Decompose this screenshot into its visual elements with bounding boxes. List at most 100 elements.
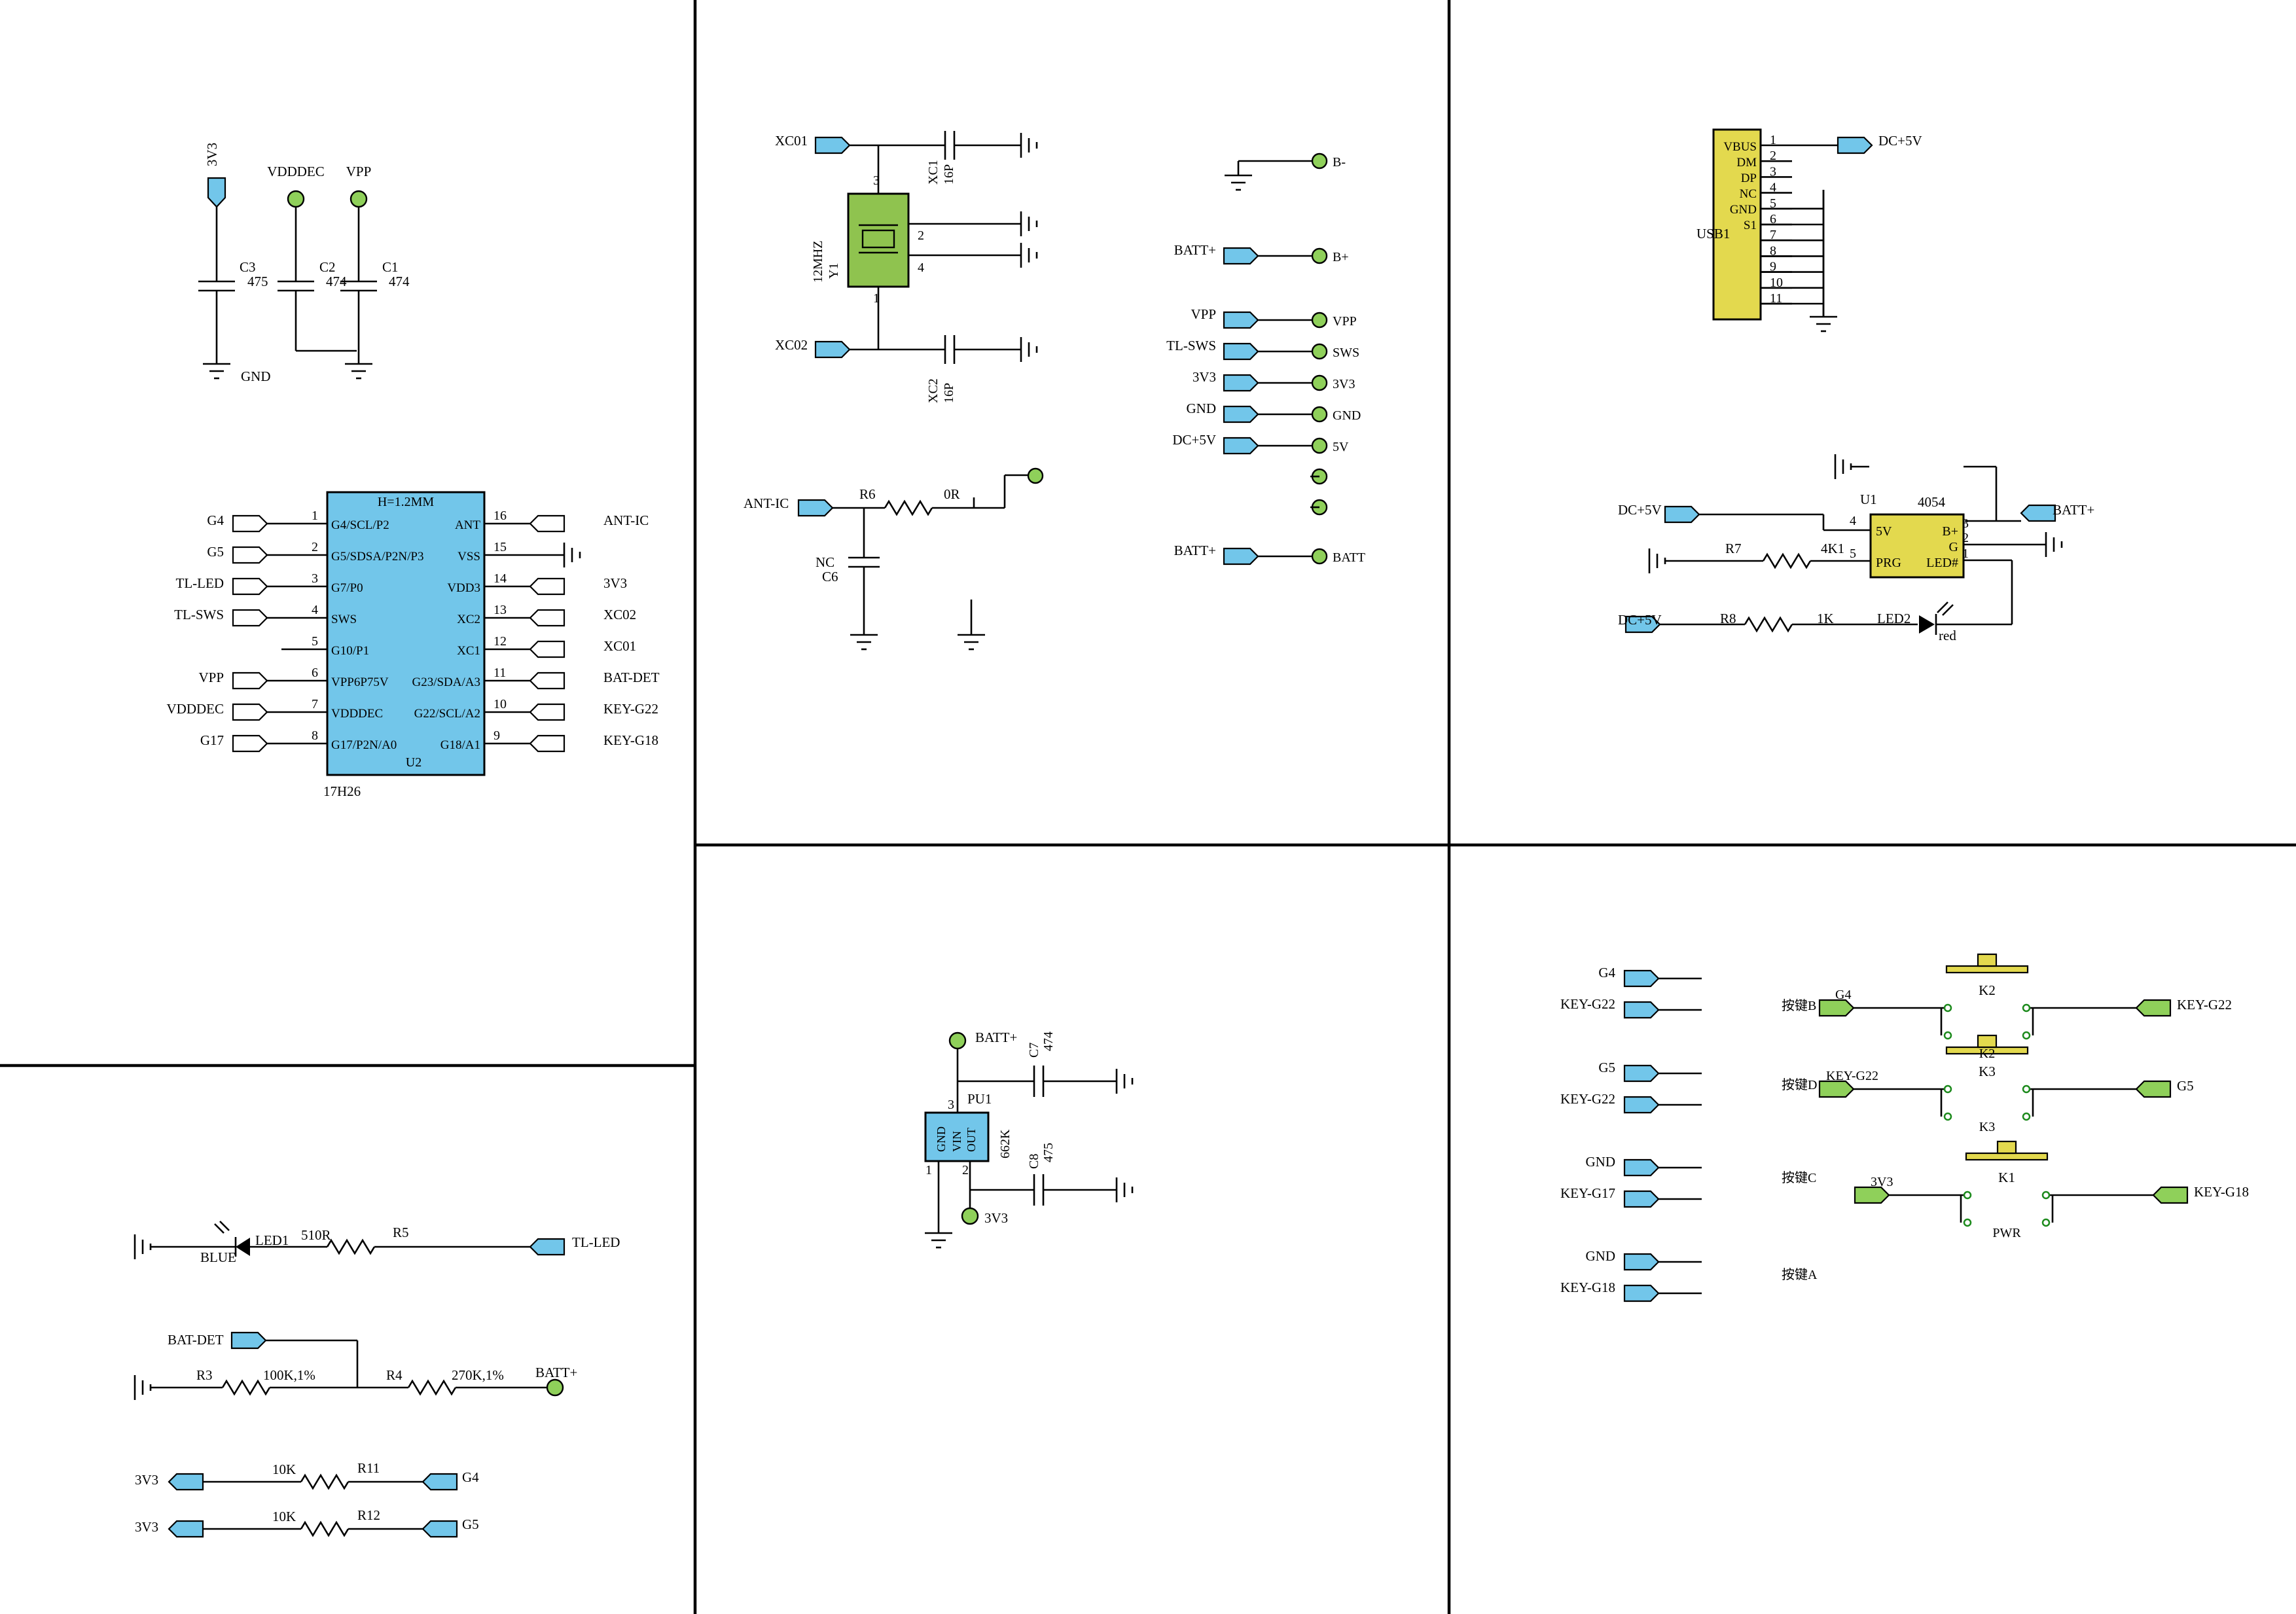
port-xc01 [529, 640, 565, 658]
testpoint-label: BATT [1333, 550, 1365, 565]
u2-net-label: TL-LED [176, 575, 224, 591]
u2-pin-name: XC1 [457, 644, 480, 658]
key-left-net: G4 [1835, 988, 1851, 1002]
u2-net-label: XC01 [603, 638, 636, 654]
u2-pin-name: VDDDEC [331, 707, 383, 721]
ground-icon [1115, 1069, 1134, 1094]
key-button-label: 按键C [1782, 1170, 1816, 1185]
key-ref: K1 [1998, 1170, 2015, 1185]
led2-ref: LED2 [1877, 611, 1910, 626]
u1-charger-4054: U1 4054 5V PRG B+ G LED# 4 5 3 2 1 DC+5V… [1618, 454, 2094, 643]
key-ref: K3 [1979, 1064, 1996, 1079]
port-vpp [232, 672, 268, 690]
key-sub-label: K3 [1979, 1120, 1995, 1134]
usb-net-label: DC+5V [1878, 133, 1922, 149]
u2-net-label: BAT-DET [603, 670, 660, 685]
r6-ref: R6 [859, 486, 876, 502]
port-tl-led [529, 1238, 565, 1256]
port-dc5v-r8 [1624, 615, 1661, 634]
u2-pin-name: G5/SDSA/P2N/P3 [331, 550, 424, 564]
port-tp-batt [1223, 547, 1259, 565]
u2-pin-name: G23/SDA/A3 [412, 675, 480, 689]
u2-net-label: G5 [207, 544, 224, 560]
c2-net-label: VDDDEC [267, 164, 325, 179]
3v3-ldo-pad [961, 1207, 979, 1225]
c8-ref: C8 [1027, 1154, 1041, 1169]
u2-net-label: KEY-G22 [603, 701, 658, 717]
usb1-pin-name: DM [1736, 156, 1757, 170]
testpoint-label: SWS [1333, 346, 1359, 360]
port-key-key-g22 [1623, 1096, 1660, 1114]
r6-value: 0R [944, 486, 960, 502]
battplus-ldo-pad [948, 1031, 967, 1050]
usb1-pin-number: 2 [1770, 149, 1776, 163]
port-tl-sws [232, 609, 268, 627]
pu1-pinnum-3: 3 [948, 1098, 954, 1112]
c2-ref: C2 [319, 259, 336, 275]
r8-value: 1K [1817, 611, 1834, 626]
xc2-value: 16P [942, 383, 956, 403]
r11-right-net: G4 [462, 1469, 479, 1485]
r5-ref: R5 [393, 1225, 409, 1240]
xc02-label: XC02 [775, 337, 808, 353]
c6-ref: C6 [822, 569, 838, 584]
key-right-net: KEY-G22 [2177, 997, 2232, 1013]
u1-pin-g-name: G [1949, 540, 1958, 554]
ground-icon [1020, 243, 1038, 268]
port-key-key-g18 [1623, 1284, 1660, 1302]
testpoint-label: 5V [1333, 440, 1349, 454]
usb1-pin-number: 3 [1770, 164, 1776, 179]
u1-pin-2: 2 [1962, 531, 1969, 545]
u2-pin-name: VDD3 [447, 581, 480, 595]
key-button-label: 按键B [1782, 998, 1816, 1013]
u2-pin-name: XC2 [457, 613, 480, 626]
port-key-gnd [1623, 1158, 1660, 1177]
u2-net-label: XC02 [603, 607, 636, 622]
usb1-pin-number: 9 [1770, 260, 1776, 274]
r4-ref: R4 [386, 1367, 403, 1383]
u2-pin-name: G4/SCL/P2 [331, 518, 389, 532]
led1-color: BLUE [200, 1249, 236, 1265]
c1-ref: C1 [382, 259, 399, 275]
u2-net-label: KEY-G18 [603, 732, 658, 748]
key-right-port [2152, 1186, 2189, 1204]
xc1-ref: XC1 [926, 160, 941, 185]
r3-value: 100K,1% [263, 1367, 315, 1383]
port-tp-vpp [1223, 311, 1259, 329]
r8-ref: R8 [1720, 611, 1736, 626]
u2-pin-number: 6 [312, 666, 318, 680]
u2-pin-number: 9 [493, 728, 500, 743]
c3-net-label: 3V3 [204, 143, 220, 166]
ground-icon [1020, 133, 1038, 158]
key-right-port [2135, 999, 2172, 1017]
u1-body [1869, 513, 1965, 579]
testpoint-net: GND [1187, 401, 1217, 416]
key-left-port [1818, 1080, 1855, 1098]
usb1-pin-number: 4 [1770, 181, 1776, 195]
key-left-port [1818, 999, 1855, 1017]
bat-det-label: BAT-DET [168, 1332, 224, 1348]
y1-pin-4: 4 [918, 260, 924, 275]
pu1-in-net: BATT+ [975, 1030, 1017, 1045]
testpoint-pad [1311, 312, 1328, 329]
usb1-body [1712, 128, 1762, 321]
usb1-pin-name: DP [1741, 171, 1757, 185]
key-port-net: G5 [1598, 1060, 1615, 1075]
port-3v3 [529, 577, 565, 596]
ground-icon [850, 634, 878, 651]
pu1-pin-out: OUT [965, 1128, 978, 1152]
c3-ref: C3 [240, 259, 256, 275]
u2-pin-name: G18/A1 [440, 738, 480, 752]
u2-pin-number: 5 [312, 634, 318, 649]
port-g17 [232, 734, 268, 753]
key-a-label: 按键A [1782, 1267, 1818, 1282]
testpoint-label: B+ [1333, 250, 1349, 264]
port-battplus-u1 [2020, 504, 2056, 522]
u2-net-label: VDDDEC [167, 701, 224, 717]
r12-ref: R12 [357, 1507, 380, 1523]
ground-icon [1020, 337, 1038, 362]
usb1-pin-name: GND [1730, 203, 1757, 217]
u2-net-label: G17 [200, 732, 224, 748]
